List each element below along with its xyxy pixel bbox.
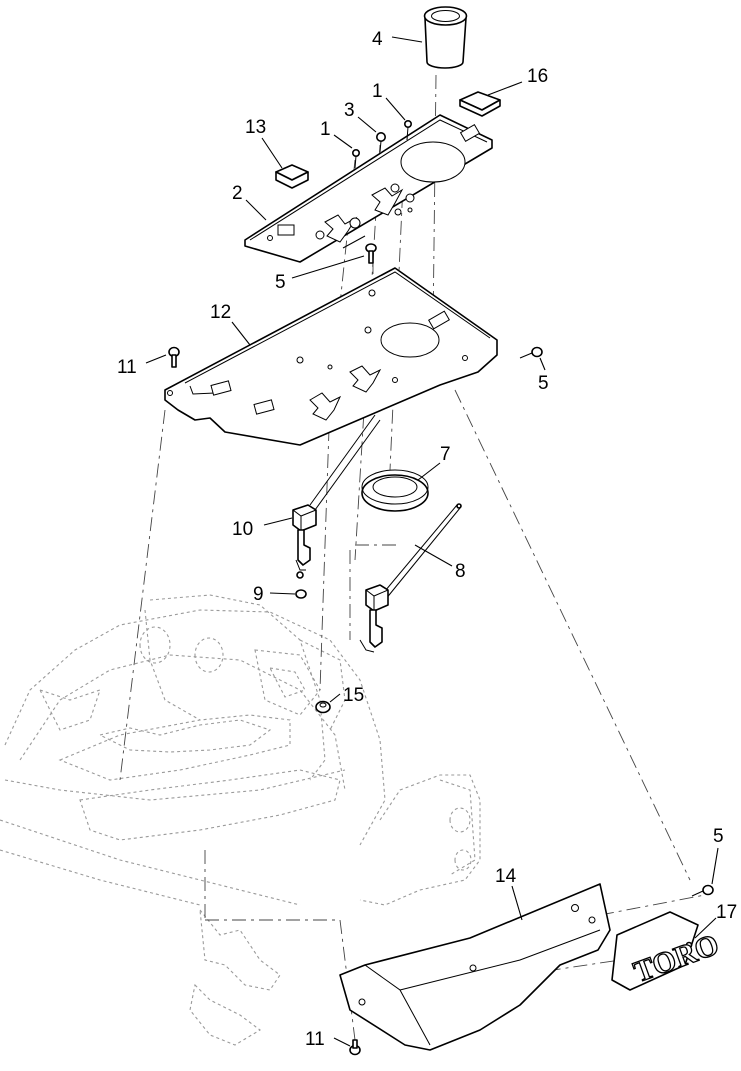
bolt-part-5-top — [365, 243, 377, 264]
screw-part-1b — [403, 120, 412, 141]
nut-part-9 — [295, 589, 307, 599]
frame-ghost — [0, 594, 481, 1046]
callout-16: 16 — [527, 66, 548, 87]
callout-11-bottom: 11 — [305, 1029, 325, 1050]
callout-3: 3 — [344, 100, 355, 121]
callout-7: 7 — [440, 444, 451, 465]
callout-12: 12 — [210, 302, 231, 323]
gasket-part-7 — [361, 469, 429, 512]
bolt-part-3 — [375, 132, 386, 153]
screw-part-1a — [351, 149, 360, 169]
callout-2: 2 — [232, 183, 243, 204]
callout-5-top: 5 — [275, 272, 286, 293]
nut-part-15 — [315, 700, 331, 714]
toro-decal-part-17: TORO — [611, 911, 724, 991]
callout-1-upper: 1 — [372, 81, 383, 102]
callout-9: 9 — [253, 584, 264, 605]
callout-8: 8 — [455, 561, 466, 582]
callout-14: 14 — [495, 866, 517, 887]
callout-11-top: 11 — [117, 357, 137, 378]
bracket-part-14 — [339, 883, 611, 1051]
callout-labels: 4 1 3 1 13 2 16 5 12 11 5 7 10 8 9 15 14… — [117, 29, 737, 1050]
bolt-part-11-bottom — [349, 1039, 361, 1056]
plug-part-13 — [275, 164, 309, 189]
callout-4: 4 — [372, 29, 383, 50]
plug-part-16 — [459, 91, 501, 117]
console-panel-part-2 — [244, 114, 493, 263]
bolt-part-5-right — [519, 346, 543, 359]
rod-assembly-part-8 — [359, 503, 462, 653]
cup-holder-part-4 — [423, 6, 468, 69]
callout-10: 10 — [232, 519, 253, 540]
leader-lines — [145, 36, 719, 1047]
callout-5-lower: 5 — [713, 826, 724, 847]
callout-15: 15 — [343, 685, 364, 706]
callout-17: 17 — [716, 902, 737, 923]
switch-part-10 — [292, 414, 381, 579]
bolt-part-5-lower — [691, 884, 714, 897]
bolt-part-11-top — [168, 346, 180, 368]
callout-5-right: 5 — [538, 373, 549, 394]
mounting-plate-part-12 — [164, 267, 498, 446]
callout-1-lower: 1 — [320, 119, 331, 140]
callout-13: 13 — [245, 117, 266, 138]
